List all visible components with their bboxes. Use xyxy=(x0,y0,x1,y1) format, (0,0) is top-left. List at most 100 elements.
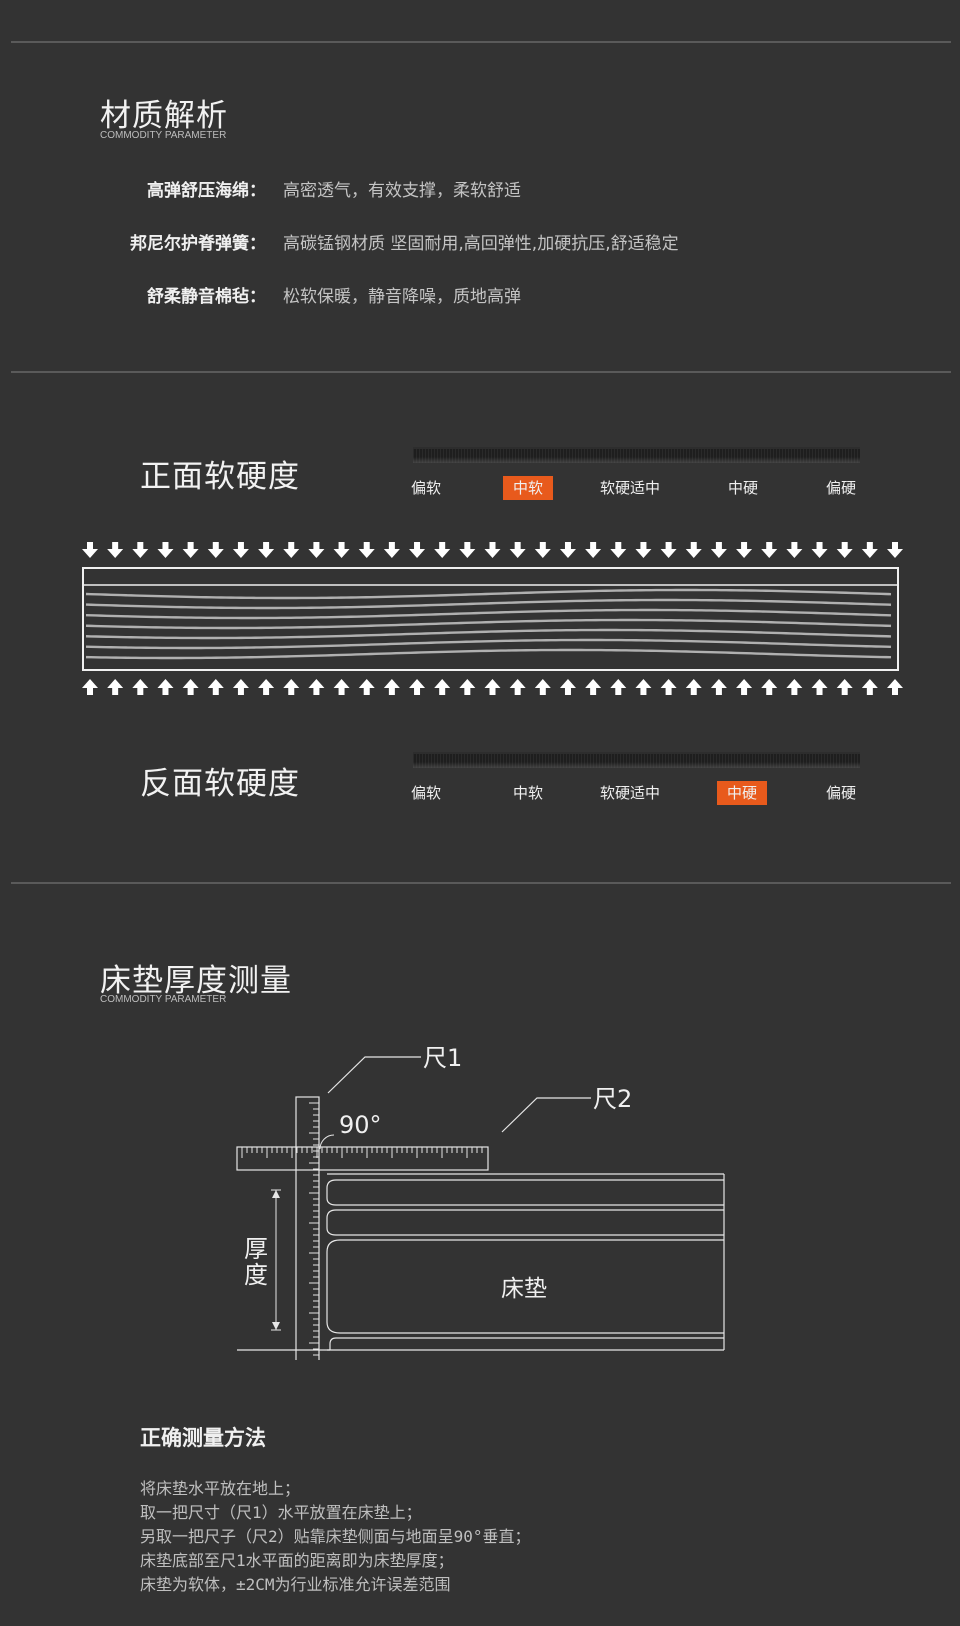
up-arrow-icon xyxy=(484,679,501,695)
up-arrow-icon xyxy=(635,679,652,695)
front-level-medium-soft: 中软 xyxy=(503,476,553,500)
up-arrow-icon xyxy=(434,679,451,695)
measure-step: 另取一把尺子（尺2）贴靠床垫侧面与地面呈90°垂直； xyxy=(140,1527,531,1546)
measure-step: 取一把尺寸（尺1）水平放置在床垫上； xyxy=(140,1503,422,1522)
down-arrow-icon xyxy=(585,542,602,558)
down-arrow-icon xyxy=(635,542,652,558)
up-arrow-icon xyxy=(660,679,677,695)
front-hardness-title: 正面软硬度 xyxy=(140,459,300,495)
up-arrow-icon xyxy=(559,679,576,695)
back-hardness-title: 反面软硬度 xyxy=(140,766,300,802)
up-arrow-icon xyxy=(132,679,149,695)
material-label: 邦尼尔护脊弹簧： xyxy=(130,234,266,254)
up-arrow-icon xyxy=(685,679,702,695)
up-arrow-icon xyxy=(459,679,476,695)
divider-middle xyxy=(11,371,951,373)
down-arrow-icon xyxy=(283,542,300,558)
mattress-outer xyxy=(327,1173,724,1351)
down-arrow-icon xyxy=(182,542,199,558)
ruler2-leader-line xyxy=(501,1097,591,1133)
measure-method-title: 正确测量方法 xyxy=(140,1426,266,1450)
back-level-moderate: 软硬适中 xyxy=(599,784,660,802)
measure-method-list: 将床垫水平放在地上； 取一把尺寸（尺1）水平放置在床垫上； 另取一把尺子（尺2）… xyxy=(140,1477,531,1597)
down-arrow-icon xyxy=(509,542,526,558)
down-arrow-icon xyxy=(559,542,576,558)
divider-top xyxy=(11,41,951,43)
up-arrow-icon xyxy=(207,679,224,695)
down-arrow-icon xyxy=(836,542,853,558)
ruler2-label: 尺2 xyxy=(593,1085,632,1113)
divider-lower xyxy=(11,882,951,884)
back-level-medium-soft: 中软 xyxy=(512,784,543,802)
front-hardness-scale-bar xyxy=(413,447,860,463)
measure-step: 将床垫水平放在地上； xyxy=(140,1479,301,1498)
spring-waves xyxy=(85,588,892,660)
down-arrow-icon xyxy=(685,542,702,558)
mattress-outline xyxy=(82,567,899,671)
spring-wave xyxy=(85,628,892,640)
up-arrow-icon xyxy=(333,679,350,695)
spring-wave xyxy=(85,638,892,650)
mattress-second-layer xyxy=(326,1209,724,1236)
down-arrow-icon xyxy=(710,542,727,558)
down-arrow-icon xyxy=(157,542,174,558)
spring-wave xyxy=(85,608,892,620)
up-arrow-icon xyxy=(107,679,124,695)
thickness-label-char-2: 度 xyxy=(244,1261,268,1289)
up-arrow-icon xyxy=(383,679,400,695)
material-value: 松软保暖，静音降噪，质地高弹 xyxy=(283,287,521,307)
spring-wave xyxy=(85,588,892,600)
thickness-label-bg xyxy=(240,1231,270,1291)
material-value: 高密透气，有效支撑，柔软舒适 xyxy=(283,181,521,201)
thickness-arrow-top xyxy=(272,1190,280,1198)
ruler1-leader-line xyxy=(327,1056,421,1094)
back-level-soft: 偏软 xyxy=(410,784,441,802)
horizontal-ruler-ticks xyxy=(241,1147,483,1158)
up-arrow-icon xyxy=(710,679,727,695)
material-row: 邦尼尔护脊弹簧： 高碳锰钢材质 坚固耐用,高回弹性,加硬抗压,舒适稳定 xyxy=(0,229,960,254)
down-arrow-icon xyxy=(232,542,249,558)
pressure-diagram xyxy=(82,542,903,695)
material-row: 舒柔静音棉毡： 松软保暖，静音降噪，质地高弹 xyxy=(0,282,960,307)
down-arrow-icon xyxy=(308,542,325,558)
thickness-title: 床垫厚度测量 xyxy=(100,963,292,999)
up-arrow-icon xyxy=(358,679,375,695)
up-arrow-icon xyxy=(836,679,853,695)
up-arrow-icon xyxy=(258,679,275,695)
up-arrow-icon xyxy=(308,679,325,695)
front-level-medium-firm: 中硬 xyxy=(727,479,758,497)
back-level-firm: 偏硬 xyxy=(825,784,856,802)
up-arrow-icon xyxy=(182,679,199,695)
up-arrow-icon xyxy=(283,679,300,695)
down-arrow-icon xyxy=(887,542,903,558)
vertical-ruler xyxy=(295,1096,320,1360)
up-arrow-icon xyxy=(585,679,602,695)
up-arrow-icon xyxy=(82,679,98,695)
down-arrow-icon xyxy=(82,542,98,558)
up-arrow-icon xyxy=(157,679,174,695)
down-arrow-icon xyxy=(459,542,476,558)
materials-subtitle: COMMODITY PARAMETER xyxy=(100,130,227,141)
down-arrow-icon xyxy=(736,542,753,558)
material-value: 高碳锰钢材质 坚固耐用,高回弹性,加硬抗压,舒适稳定 xyxy=(283,234,679,254)
spring-wave xyxy=(85,618,892,630)
down-arrow-icon xyxy=(333,542,350,558)
mattress-drawing: 床垫 xyxy=(326,1173,725,1351)
thickness-diagram: 尺1 尺2 90° 床垫 厚 度 xyxy=(236,1044,725,1360)
up-arrow-icon xyxy=(534,679,551,695)
spring-wave xyxy=(85,598,892,610)
up-arrow-icon xyxy=(887,679,903,695)
thickness-label-char-1: 厚 xyxy=(244,1235,268,1263)
spring-wave xyxy=(85,648,892,660)
material-label: 高弹舒压海绵： xyxy=(147,181,266,201)
down-arrow-icon xyxy=(207,542,224,558)
down-arrow-icon xyxy=(409,542,426,558)
down-arrow-icon xyxy=(861,542,878,558)
down-arrow-icon xyxy=(383,542,400,558)
up-arrow-icon xyxy=(509,679,526,695)
thickness-subtitle: COMMODITY PARAMETER xyxy=(100,994,227,1005)
front-level-soft: 偏软 xyxy=(410,479,441,497)
measure-step: 床垫底部至尺1水平面的距离即为床垫厚度； xyxy=(140,1551,454,1570)
down-arrow-icon xyxy=(434,542,451,558)
mattress-label: 床垫 xyxy=(501,1276,547,1302)
